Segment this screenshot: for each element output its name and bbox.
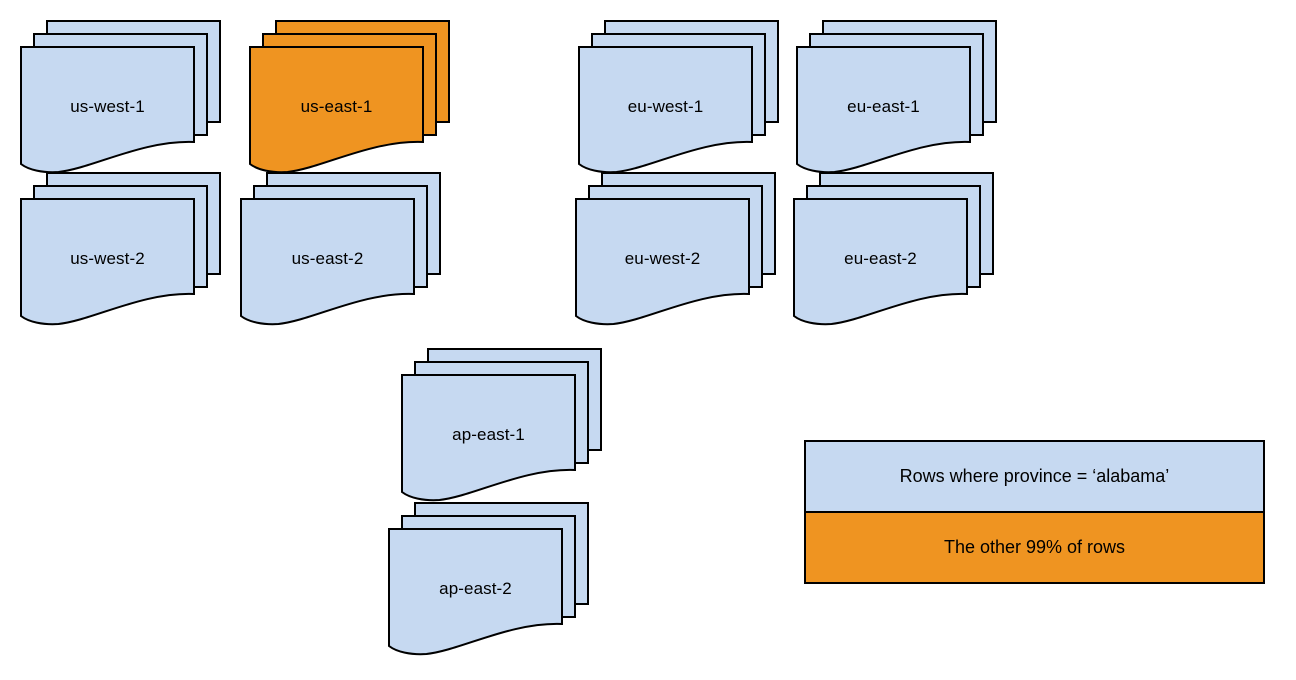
document-stack-shape (575, 172, 776, 326)
legend-row-orange: The other 99% of rows (806, 513, 1263, 582)
legend: Rows where province = ‘alabama’ The other… (804, 440, 1265, 584)
document-stack-shape (20, 20, 221, 174)
document-stack-us-west-1[interactable]: us-west-1 (20, 20, 230, 175)
document-stack-shape (793, 172, 994, 326)
document-stack-shape (401, 348, 602, 502)
document-stack-ap-east-1[interactable]: ap-east-1 (401, 348, 611, 503)
document-stack-eu-west-1[interactable]: eu-west-1 (578, 20, 788, 175)
document-stack-eu-west-2[interactable]: eu-west-2 (575, 172, 785, 327)
document-stack-shape (20, 172, 221, 326)
document-stack-us-east-2[interactable]: us-east-2 (240, 172, 450, 327)
document-stack-us-west-2[interactable]: us-west-2 (20, 172, 230, 327)
document-stack-ap-east-2[interactable]: ap-east-2 (388, 502, 598, 657)
legend-row-label: The other 99% of rows (943, 537, 1126, 557)
document-stack-shape (578, 20, 779, 174)
document-stack-shape (240, 172, 441, 326)
document-stack-shape (796, 20, 997, 174)
document-stack-eu-east-2[interactable]: eu-east-2 (793, 172, 1003, 327)
document-stack-shape (388, 502, 589, 656)
document-stack-eu-east-1[interactable]: eu-east-1 (796, 20, 1006, 175)
legend-row-blue: Rows where province = ‘alabama’ (806, 442, 1263, 513)
document-stack-shape (249, 20, 450, 174)
legend-row-label: Rows where province = ‘alabama’ (899, 466, 1170, 486)
document-stack-us-east-1[interactable]: us-east-1 (249, 20, 459, 175)
